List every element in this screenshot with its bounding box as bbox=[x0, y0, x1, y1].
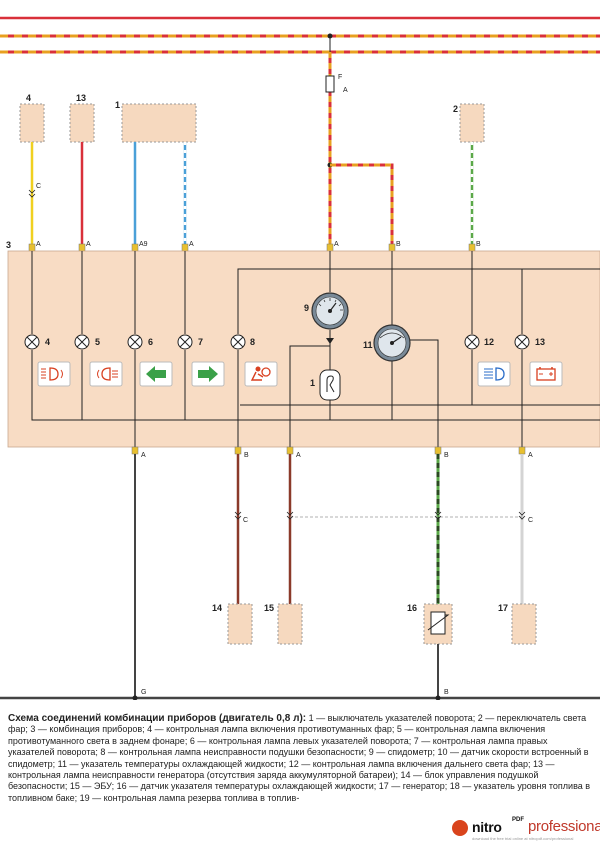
lamp-4-icon bbox=[24, 334, 40, 350]
pin-label: B bbox=[476, 241, 481, 248]
logo-tagline: download the free trial online at nitrop… bbox=[472, 836, 574, 841]
arrow-down-icon bbox=[326, 338, 334, 344]
lamp-7-icon bbox=[177, 334, 193, 350]
panel-top-pins bbox=[28, 243, 476, 252]
pin-label: A bbox=[296, 452, 301, 459]
lamp-12-number: 12 bbox=[484, 337, 494, 347]
fuse-pin: A bbox=[343, 87, 348, 94]
wire-to-pin-11 bbox=[330, 163, 394, 245]
component-2-number: 2 bbox=[453, 104, 458, 114]
speedometer-icon bbox=[311, 292, 349, 330]
component-4 bbox=[19, 103, 45, 143]
caption-body: 1 — выключатель указателей поворота; 2 —… bbox=[8, 713, 591, 803]
pin-label: A bbox=[189, 241, 194, 248]
component-17 bbox=[511, 603, 537, 645]
lamp-5-number: 5 bbox=[95, 337, 100, 347]
connector-c-label: C bbox=[243, 517, 248, 524]
connector-chevron bbox=[28, 189, 36, 198]
instrument-cluster-panel bbox=[7, 250, 600, 448]
fog-light-front-icon bbox=[37, 361, 71, 387]
component-16-number: 16 bbox=[407, 603, 417, 613]
lamp-13-number: 13 bbox=[535, 337, 545, 347]
airbag-warning-icon bbox=[244, 361, 278, 387]
pin-label: A bbox=[528, 452, 533, 459]
component-13 bbox=[69, 103, 95, 143]
connector-chevron bbox=[234, 511, 242, 520]
battery-warning-icon bbox=[529, 361, 563, 387]
component-14 bbox=[227, 603, 253, 645]
component-15-number: 15 bbox=[264, 603, 274, 613]
pin-label: A bbox=[36, 241, 41, 248]
pin-label: B bbox=[244, 452, 249, 459]
ground-b-label: B bbox=[444, 689, 449, 696]
connector-chevron bbox=[434, 511, 442, 520]
speed-sensor-number: 1 bbox=[310, 378, 315, 388]
pin-label: A bbox=[86, 241, 91, 248]
component-13-number: 13 bbox=[76, 93, 86, 103]
wiring-diagram: F A 4 13 1 2 C A A A9 A A B B 3 bbox=[0, 16, 600, 700]
speed-sensor-icon bbox=[319, 369, 341, 401]
junction-dot bbox=[435, 695, 441, 700]
lamp-6-number: 6 bbox=[148, 337, 153, 347]
junction-dot bbox=[132, 695, 138, 700]
pin-label: A bbox=[334, 241, 339, 248]
component-1 bbox=[121, 103, 197, 143]
lamp-6-icon bbox=[127, 334, 143, 350]
logo-professional: professional bbox=[528, 818, 600, 835]
connector-c-label: C bbox=[36, 183, 41, 190]
component-2 bbox=[459, 103, 485, 143]
component-15 bbox=[277, 603, 303, 645]
ground-g-label: G bbox=[141, 689, 146, 696]
temperature-gauge-icon bbox=[373, 324, 411, 362]
turn-left-arrow-icon bbox=[139, 361, 173, 387]
caption-title: Схема соединений комбинации приборов (дв… bbox=[8, 713, 307, 724]
fuse bbox=[325, 75, 335, 93]
lamp-4-number: 4 bbox=[45, 337, 50, 347]
component-1-number: 1 bbox=[115, 100, 120, 110]
lamp-5-icon bbox=[74, 334, 90, 350]
logo-pdf: PDF bbox=[512, 817, 524, 823]
pin-label: A bbox=[141, 452, 146, 459]
component-14-number: 14 bbox=[212, 603, 222, 613]
lamp-12-icon bbox=[464, 334, 480, 350]
temperature-sensor-icon bbox=[427, 611, 450, 635]
fog-light-rear-icon bbox=[89, 361, 123, 387]
lamp-8-number: 8 bbox=[250, 337, 255, 347]
high-beam-icon bbox=[477, 361, 511, 387]
fuse-label: F bbox=[338, 74, 342, 81]
pin-label: B bbox=[444, 452, 449, 459]
connector-c-label: C bbox=[528, 517, 533, 524]
diagram-caption: Схема соединений комбинации приборов (дв… bbox=[8, 713, 594, 804]
temperature-gauge-number: 11 bbox=[363, 340, 373, 350]
lamp-8-icon bbox=[230, 334, 246, 350]
component-17-number: 17 bbox=[498, 603, 508, 613]
lamp-13-icon bbox=[514, 334, 530, 350]
lamp-7-number: 7 bbox=[198, 337, 203, 347]
nitro-pdf-watermark: nitro PDF professional download the free… bbox=[452, 815, 600, 843]
component-4-number: 4 bbox=[26, 93, 31, 103]
pin-label: B bbox=[396, 241, 401, 248]
logo-nitro: nitro bbox=[472, 819, 502, 835]
connector-chevron bbox=[286, 511, 294, 520]
connector-chevron bbox=[518, 511, 526, 520]
panel-bottom-pins bbox=[131, 446, 526, 455]
turn-right-arrow-icon bbox=[191, 361, 225, 387]
internal-wiring bbox=[31, 251, 600, 447]
nitro-logo-icon bbox=[452, 820, 468, 836]
speedometer-number: 9 bbox=[304, 303, 309, 313]
pin-label: A9 bbox=[139, 241, 148, 248]
component-3-number: 3 bbox=[6, 240, 11, 250]
